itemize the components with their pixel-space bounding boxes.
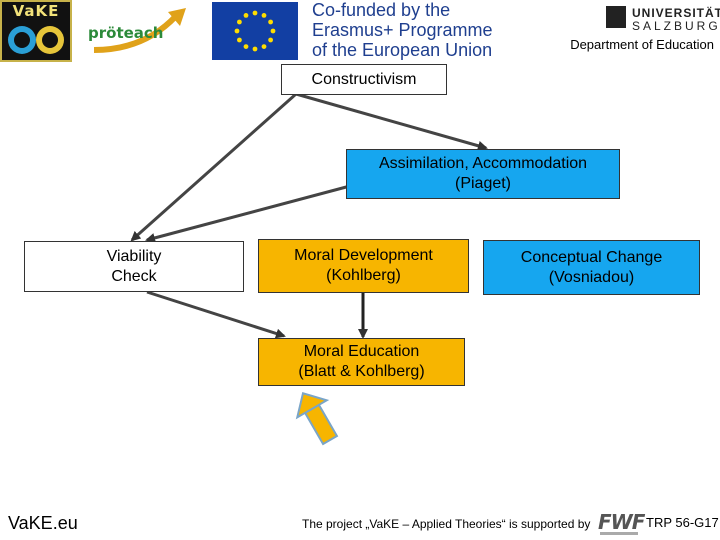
eu-text-line-1: Co-funded by the	[312, 0, 451, 20]
fwf-logo-text: FWF	[598, 510, 645, 534]
arrow-constructivism-to-viability	[130, 92, 297, 242]
university-line-1: UNIVERSITÄT	[632, 6, 720, 20]
vake-faces-icon	[8, 26, 64, 54]
department-label: Department of Education	[570, 37, 714, 52]
moral-education-box: Moral Education (Blatt & Kohlberg)	[258, 338, 465, 386]
highlight-arrow-icon	[295, 391, 339, 446]
eu-text-line-2: Erasmus+ Programme	[312, 20, 493, 40]
support-text: The project „VaKE – Applied Theories“ is…	[302, 517, 591, 531]
eu-flag-icon	[212, 2, 298, 60]
arrow-constructivism-to-assimilation	[295, 92, 488, 151]
site-url: VaKE.eu	[8, 513, 78, 533]
erasmus-funding-text: Co-funded by the Erasmus+ Programme of t…	[312, 0, 532, 60]
university-line-2: SALZBURG	[632, 19, 720, 33]
proteach-logo: pröteach	[84, 6, 190, 56]
fwf-logo-underline	[600, 532, 638, 535]
conceptual-change-box: Conceptual Change (Vosniadou)	[483, 240, 700, 295]
vake-logo-text: VaKE	[12, 2, 60, 20]
viability-check-box: Viability Check	[24, 241, 244, 292]
assimilation-accommodation-box: Assimilation, Accommodation (Piaget)	[346, 149, 620, 199]
constructivism-box: Constructivism	[281, 64, 447, 95]
university-salzburg-logo: UNIVERSITÄT SALZBURG	[606, 4, 720, 34]
university-crest-icon	[606, 6, 626, 28]
proteach-arrow-icon	[93, 8, 186, 53]
vake-logo: VaKE	[0, 0, 72, 62]
arrow-assimilation-to-viability	[145, 184, 351, 243]
fwf-logo: FWF	[598, 510, 645, 535]
moral-development-box: Moral Development (Kohlberg)	[258, 239, 469, 293]
eu-stars-icon	[234, 10, 276, 52]
eu-text-line-3: of the European Union	[312, 40, 493, 60]
arrow-viability-to-moral-education	[146, 290, 286, 339]
grant-id: TRP 56-G17	[646, 515, 719, 530]
proteach-logo-text: pröteach	[88, 24, 164, 42]
